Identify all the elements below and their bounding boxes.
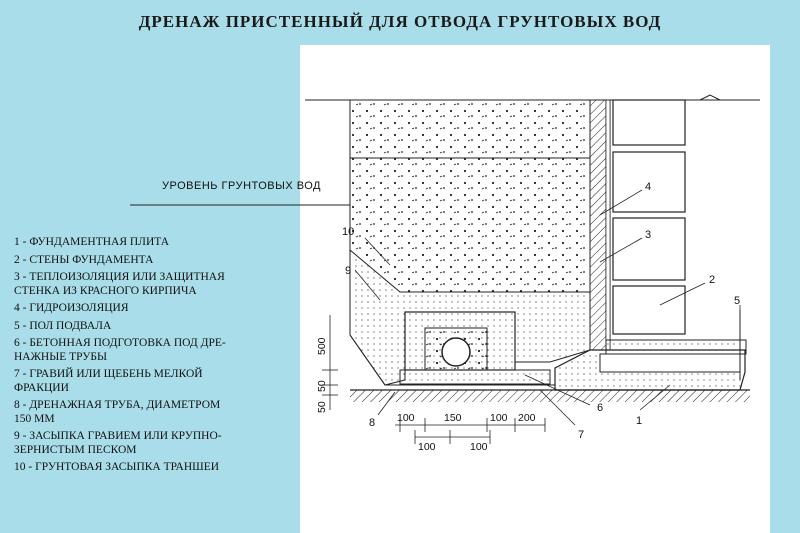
- foundation-block: [612, 285, 686, 335]
- dim-100-a: 100: [397, 412, 415, 424]
- legend-item: 10 - ГРУНТОВАЯ ЗАСЫПКА ТРАНШЕИ: [14, 461, 220, 473]
- leader-lines: [354, 189, 741, 426]
- legend-item: 6 - БЕТОННАЯ ПОДГОТОВКА ПОД ДРЕ- НАЖНЫЕ …: [14, 337, 226, 363]
- legend-item: 5 - ПОЛ ПОДВАЛА: [14, 319, 112, 332]
- drain-pipe: [441, 337, 471, 367]
- trench-backfill-upper: [349, 99, 591, 159]
- legend-item: 4 - ГИДРОИЗОЛЯЦИЯ: [14, 302, 129, 314]
- dim-100-b: 100: [490, 412, 508, 424]
- callout-8: 8: [369, 417, 375, 429]
- callout-4: 4: [645, 181, 651, 193]
- callout-1: 1: [636, 415, 642, 427]
- legend-item: 1 - ФУНДАМЕНТНАЯ ПЛИТА: [14, 236, 170, 248]
- dim-200: 200: [518, 412, 536, 424]
- callout-5: 5: [734, 295, 740, 307]
- dim-50-upper: 50: [316, 380, 328, 392]
- callout-2: 2: [709, 274, 715, 286]
- callout-6: 6: [597, 402, 603, 414]
- dimension-lines: [322, 315, 546, 444]
- ground-water-level-label: УРОВЕНЬ ГРУНТОВЫХ ВОД: [162, 180, 321, 192]
- legend-item: 2 - СТЕНЫ ФУНДАМЕНТА: [14, 253, 154, 266]
- legend: 1 - ФУНДАМЕНТНАЯ ПЛИТА 2 - СТЕНЫ ФУНДАМЕ…: [14, 236, 299, 479]
- trench-backfill-lower: [350, 158, 590, 292]
- dim-500: 500: [316, 337, 328, 355]
- page-title: ДРЕНАЖ ПРИСТЕННЫЙ ДЛЯ ОТВОДА ГРУНТОВЫХ В…: [138, 12, 662, 31]
- dim-100-c: 100: [418, 441, 436, 453]
- ground-hatch: [350, 390, 750, 402]
- foundation-block: [612, 99, 686, 146]
- legend-item: 9 - ЗАСЫПКА ГРАВИЕМ ИЛИ КРУПНО- ЗЕРНИСТЫ…: [14, 430, 222, 456]
- foundation-block: [612, 217, 686, 281]
- callout-10: 10: [342, 226, 354, 238]
- dim-50-lower: 50: [316, 401, 328, 413]
- legend-item: 3 - ТЕПЛОИЗОЛЯЦИЯ ИЛИ ЗАЩИТНАЯ СТЕНКА ИЗ…: [14, 271, 225, 297]
- legend-item: 7 - ГРАВИЙ ИЛИ ЩЕБЕНЬ МЕЛКОЙ ФРАКЦИИ: [14, 368, 203, 394]
- concrete-bedding: [399, 369, 551, 385]
- dim-150: 150: [444, 412, 462, 424]
- callout-9: 9: [345, 265, 351, 277]
- foundation-block: [612, 151, 686, 213]
- callout-7: 7: [578, 429, 584, 441]
- legend-item: 8 - ДРЕНАЖНАЯ ТРУБА, ДИАМЕТРОМ 150 ММ: [14, 399, 221, 425]
- dim-100-d: 100: [470, 441, 488, 453]
- brick-wall: [589, 99, 607, 351]
- callout-3: 3: [645, 229, 651, 241]
